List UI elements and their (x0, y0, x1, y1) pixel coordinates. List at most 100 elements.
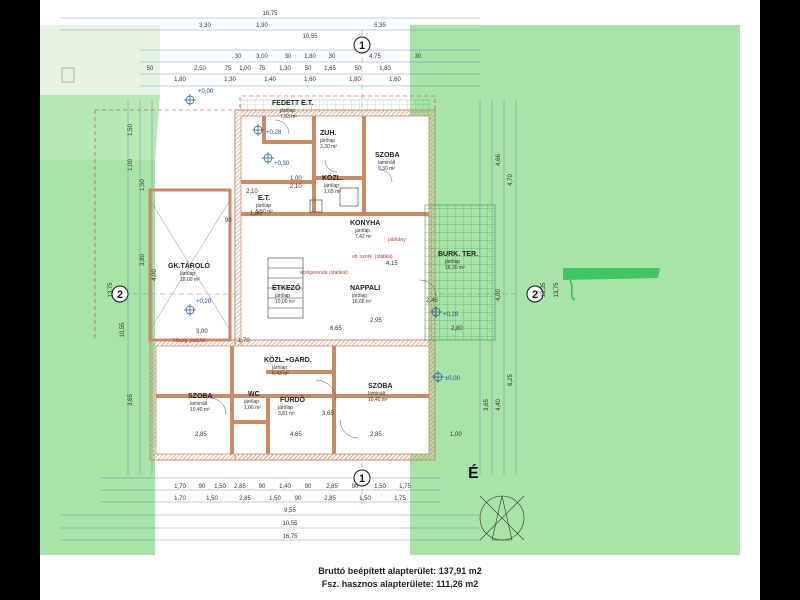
axis-label-left: 2 (117, 289, 123, 301)
inner-dim-14: 1,70 (238, 338, 250, 344)
svg-text:16,20 m²: 16,20 m² (445, 265, 465, 271)
dim-top-3g: 30 (415, 54, 422, 60)
svg-text:járólap: járólap (243, 399, 259, 405)
room-szoba-1: SZOBA laminált 9,30 m² (375, 152, 400, 172)
axis-label-right: 2 (532, 289, 538, 301)
floor-plan: 1 1 2 2 É 16,75 3,30 1,90 5,35 10,55 30 … (40, 11, 740, 555)
dim-top-5e: 1,80 (349, 77, 361, 83)
inner-dim-13: 1,00 (450, 432, 462, 438)
north-arrow (479, 495, 525, 541)
inner-dim-9: 4,65 (290, 432, 302, 438)
dim-top-3c: 30 (285, 54, 292, 60)
dim-right-3: 13,35 (541, 282, 547, 298)
inner-dim-5: 6,65 (330, 326, 342, 332)
room-etkezo: ÉTKEZŐ járólap 10,00 m² (272, 283, 301, 305)
gross-area-text: Bruttó beépített alapterület: 137,91 m2 (318, 566, 482, 576)
level-label-2: +0,30 (274, 161, 290, 167)
dim-bottom-2f: 2,85 (324, 496, 336, 502)
room-konyha: KONYHA járólap 7,42 m² (350, 220, 380, 240)
level-label-1: +0,28 (266, 130, 282, 136)
note-parkany: párkány (388, 237, 406, 243)
inner-dim-11: 2,85 (195, 432, 207, 438)
svg-text:járólap: járólap (179, 271, 195, 277)
svg-text:3,81 m²: 3,81 m² (278, 411, 295, 417)
room-kozlekedo-1: KÖZL. járólap 1,65 m² (322, 173, 343, 195)
dim-left-3: 3,80 (140, 254, 146, 266)
svg-text:5,50 m²: 5,50 m² (256, 209, 273, 215)
dim-top-3b: 3,00 (256, 54, 268, 60)
svg-text:WC: WC (248, 391, 260, 398)
dim-top-1a: 3,30 (199, 23, 211, 29)
dim-bottom-2h: 1,75 (394, 496, 406, 502)
stair-symbol (267, 187, 359, 319)
dim-top-4f: 1,30 (279, 66, 291, 72)
room-burkolt-terasz: BURK. TER. járólap 16,20 m² (438, 251, 478, 271)
room-szoba-3: SZOBA laminált 10,40 m² (368, 383, 393, 403)
dim-bottom-2e: 90 (295, 496, 302, 502)
svg-text:járólap: járólap (277, 405, 293, 411)
svg-text:KÖZL.: KÖZL. (322, 173, 343, 182)
svg-text:laminált: laminált (368, 391, 386, 397)
svg-text:járólap: járólap (323, 183, 339, 189)
dim-left-5: 10,55 (120, 322, 126, 338)
dim-bottom-1j: 1,50 (374, 484, 386, 490)
inner-dim-4: 4,15 (386, 261, 398, 267)
axis-label-top: 1 (359, 40, 365, 52)
roof-outline (94, 95, 436, 340)
net-area-text: Fsz. hasznos alapterülete: 111,26 m2 (321, 579, 479, 589)
svg-text:10,00 m²: 10,00 m² (275, 299, 295, 305)
level-label-5: ±0,00 (445, 376, 461, 382)
svg-text:járólap: járólap (274, 293, 290, 299)
north-label: É (468, 463, 479, 482)
dim-bottom-2c: 2,85 (239, 496, 251, 502)
svg-text:FEDETT E.T.: FEDETT E.T. (272, 100, 313, 107)
dim-left-1: 1,00 (128, 159, 134, 171)
inner-dim-2: 1,00 (290, 176, 302, 182)
level-markers (184, 94, 444, 383)
svg-text:3,30 m²: 3,30 m² (320, 144, 337, 150)
dim-top-4a: 50 (147, 66, 154, 72)
dim-top-1b: 1,90 (256, 23, 268, 29)
inner-dim-16: 90 (225, 218, 232, 224)
inner-dim-10: 3,65 (322, 411, 334, 417)
svg-text:ZUH.: ZUH. (320, 130, 336, 137)
inner-dim-1: 2,10 (246, 189, 258, 195)
room-nappali: NAPPALI járólap 16,68 m² (350, 285, 380, 305)
svg-text:járólap: járólap (255, 203, 271, 209)
dim-right-0: 4,66 (496, 154, 502, 166)
door-swings (209, 119, 437, 439)
svg-text:9,30 m²: 9,30 m² (378, 166, 395, 172)
dim-top-5f: 1,60 (389, 77, 401, 83)
dim-right-7: 3,65 (484, 399, 490, 411)
note-acelgerenda: acélgerenda (statikai) (300, 270, 348, 276)
svg-text:18,00 m²: 18,00 m² (180, 277, 200, 283)
room-kozlekedo-gardrob: KÖZL.+GARD. járólap 6,43 m² (264, 355, 312, 377)
dim-bottom-1b: 90 (199, 484, 206, 490)
dim-top-4g: 50 (305, 66, 312, 72)
dim-left-7: 4,00 (152, 269, 158, 281)
svg-text:SZOBA: SZOBA (368, 383, 393, 390)
dim-bottom-1f: 1,40 (279, 484, 291, 490)
note-hoszig: hőszig. pad.fel. (173, 338, 207, 344)
interior-walls (156, 116, 429, 454)
dim-top-4e: 75 (259, 66, 266, 72)
dim-bottom-1h: 2,85 (326, 484, 338, 490)
dim-bottom-1g: 90 (305, 484, 312, 490)
drawing-sheet: 1 1 2 2 É 16,75 3,30 1,90 5,35 10,55 30 … (40, 0, 760, 600)
axis-label-bottom: 1 (359, 473, 365, 485)
dim-top-5a: 1,80 (174, 77, 186, 83)
dim-right-4: 13,75 (554, 282, 560, 298)
inner-dim-7: 2,80 (451, 326, 463, 332)
dim-bottom-1e: 90 (259, 484, 266, 490)
svg-text:SZOBA: SZOBA (375, 152, 400, 159)
dim-right-5: 6,25 (508, 374, 514, 386)
dim-top-5c: 1,40 (264, 77, 276, 83)
tiled-terrace (240, 99, 496, 341)
svg-text:NAPPALI: NAPPALI (350, 285, 380, 292)
room-garazs-tarolo: GK.TÁROLÓ járólap 18,00 m² (168, 261, 211, 283)
svg-text:16,68 m²: 16,68 m² (352, 299, 372, 305)
svg-text:10,40 m²: 10,40 m² (190, 407, 210, 413)
svg-text:járólap: járólap (354, 228, 370, 234)
dim-bottom-width-3: 16,75 (282, 534, 298, 540)
dim-bottom-width-2: 10,55 (282, 521, 298, 527)
